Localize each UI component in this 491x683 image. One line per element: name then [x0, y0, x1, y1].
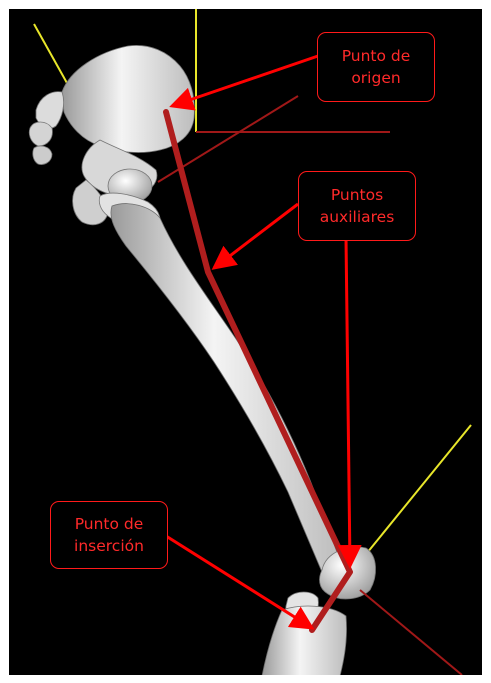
insertion-label: Punto de inserción [50, 501, 168, 569]
tibia-bone [262, 606, 347, 675]
knee-axis-red-diagonal [360, 590, 462, 675]
insertion-label-line2: inserción [51, 535, 167, 557]
origin-label-line2: origen [318, 67, 434, 89]
insertion-label-line1: Punto de [51, 513, 167, 535]
origin-arrow [172, 56, 318, 106]
auxiliary-arrow-1 [214, 204, 298, 268]
auxiliary-label-line1: Puntos [299, 184, 415, 206]
auxiliary-arrow-2 [346, 238, 350, 566]
origin-label-line1: Punto de [318, 45, 434, 67]
insertion-arrow [166, 536, 312, 628]
knee-axis-diagonal [367, 425, 471, 553]
sacrum-bone [29, 92, 63, 165]
diagram-frame: Punto de origen Puntos auxiliares Punto … [9, 9, 482, 675]
anatomy-scene [9, 9, 482, 675]
origin-label: Punto de origen [317, 32, 435, 102]
auxiliary-label: Puntos auxiliares [298, 171, 416, 241]
auxiliary-label-line2: auxiliares [299, 206, 415, 228]
